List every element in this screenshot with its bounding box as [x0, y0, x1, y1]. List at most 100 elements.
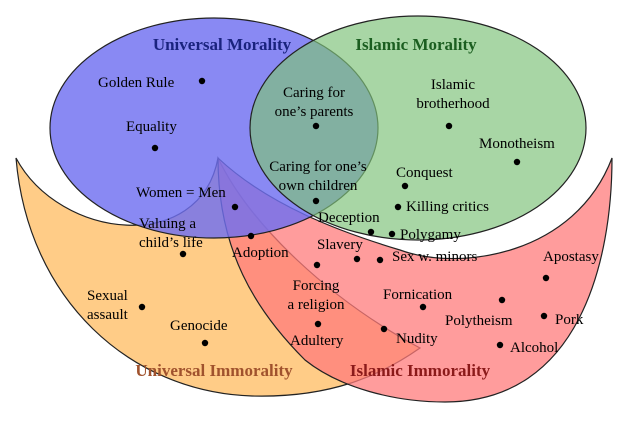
item-apostasy: Apostasy [542, 249, 599, 282]
item-label-line: Apostasy [543, 249, 599, 265]
item-label-line: brotherhood [416, 96, 490, 112]
item-conquest: Conquest [396, 165, 454, 190]
item-label: Slavery [317, 237, 363, 253]
item-label-line: own children [279, 178, 358, 194]
item-label: Pork [555, 312, 584, 328]
item-label: Adultery [290, 333, 344, 349]
item-dot [231, 203, 239, 211]
item-label-line: Valuing a [139, 216, 196, 232]
item-label-line: Killing critics [406, 199, 489, 215]
item-label-line: Deception [318, 210, 380, 226]
item-caring-parents: Caring for one’s parents [275, 85, 354, 130]
item-label: Fornication [383, 287, 453, 303]
item-killing-critics: Killing critics [394, 199, 489, 215]
item-slavery: Slavery [317, 237, 363, 263]
item-polygamy: Polygamy [388, 227, 461, 243]
item-dot [401, 182, 409, 190]
item-dot [313, 261, 321, 269]
item-dot [201, 339, 209, 347]
item-polytheism: Polytheism [445, 296, 513, 329]
item-pork: Pork [540, 312, 584, 328]
item-label: Genocide [170, 318, 228, 334]
item-label-line: Adoption [232, 245, 289, 261]
item-women-equal-men: Women = Men [136, 185, 239, 211]
item-sex-minors: Sex w. minors [376, 249, 477, 265]
islamic-immorality-title: Islamic Immorality [350, 361, 491, 380]
item-label-line: Nudity [396, 331, 438, 347]
item-label-line: Fornication [383, 287, 453, 303]
item-label-line: Polygamy [400, 227, 461, 243]
item-label: Equality [126, 119, 177, 135]
item-dot [353, 255, 361, 263]
item-label-line: Genocide [170, 318, 228, 334]
item-label: Caring for one’s parents [275, 85, 354, 120]
item-label-line: Slavery [317, 237, 363, 253]
item-dot [542, 274, 550, 282]
item-deception: Deception [318, 210, 380, 236]
item-label: Women = Men [136, 185, 226, 201]
islamic-immorality-region [217, 156, 613, 403]
islamic-morality-title: Islamic Morality [355, 35, 477, 54]
item-label: Polygamy [400, 227, 461, 243]
item-label-line: child’s life [139, 235, 203, 251]
item-dot [388, 230, 396, 238]
item-label-line: Sexual [87, 288, 128, 304]
item-label: Forcing a religion [287, 278, 345, 313]
item-label-line: Alcohol [510, 340, 558, 356]
item-label: Conquest [396, 165, 454, 181]
item-dot [419, 303, 427, 311]
item-label-line: Women = Men [136, 185, 226, 201]
item-dot [513, 158, 521, 166]
item-valuing-child-life: Valuing a child’s life [139, 216, 203, 258]
item-dot [367, 228, 375, 236]
item-label-line: a religion [287, 297, 345, 313]
islamic-morality-region [249, 15, 587, 241]
item-dot [380, 325, 388, 333]
item-label: Adoption [232, 245, 289, 261]
item-dot [247, 232, 255, 240]
item-dot [198, 77, 206, 85]
item-sexual-assault: Sexual assault [87, 288, 146, 323]
item-dot [312, 197, 320, 205]
item-label: Alcohol [510, 340, 558, 356]
item-label-line: Caring for [283, 85, 345, 101]
item-fornication: Fornication [383, 287, 453, 311]
item-monotheism: Monotheism [479, 136, 555, 166]
item-genocide: Genocide [170, 318, 228, 347]
item-dot [496, 341, 504, 349]
item-dot [498, 296, 506, 304]
item-label: Polytheism [445, 313, 513, 329]
item-label: Sexual assault [87, 288, 129, 323]
item-label-line: Polytheism [445, 313, 513, 329]
item-dot [151, 144, 159, 152]
item-label-line: Conquest [396, 165, 454, 181]
item-label-line: assault [87, 307, 129, 323]
item-label: Nudity [396, 331, 438, 347]
item-dot [540, 312, 548, 320]
item-adultery: Adultery [290, 320, 344, 349]
item-label: Valuing a child’s life [139, 216, 203, 251]
item-adoption: Adoption [232, 232, 289, 261]
item-label: Deception [318, 210, 380, 226]
item-label: Monotheism [479, 136, 555, 152]
item-label-line: one’s parents [275, 104, 354, 120]
item-label: Sex w. minors [392, 249, 477, 265]
item-golden-rule: Golden Rule [98, 75, 206, 91]
item-dot [394, 203, 402, 211]
item-label-line: Golden Rule [98, 75, 175, 91]
item-alcohol: Alcohol [496, 340, 558, 356]
item-dot [138, 303, 146, 311]
universal-immorality-title: Universal Immorality [135, 361, 293, 380]
item-label-line: Monotheism [479, 136, 555, 152]
item-label: Killing critics [406, 199, 489, 215]
item-label: Apostasy [543, 249, 599, 265]
item-label-line: Forcing [293, 278, 340, 294]
item-label-line: Adultery [290, 333, 344, 349]
item-dot [376, 256, 384, 264]
